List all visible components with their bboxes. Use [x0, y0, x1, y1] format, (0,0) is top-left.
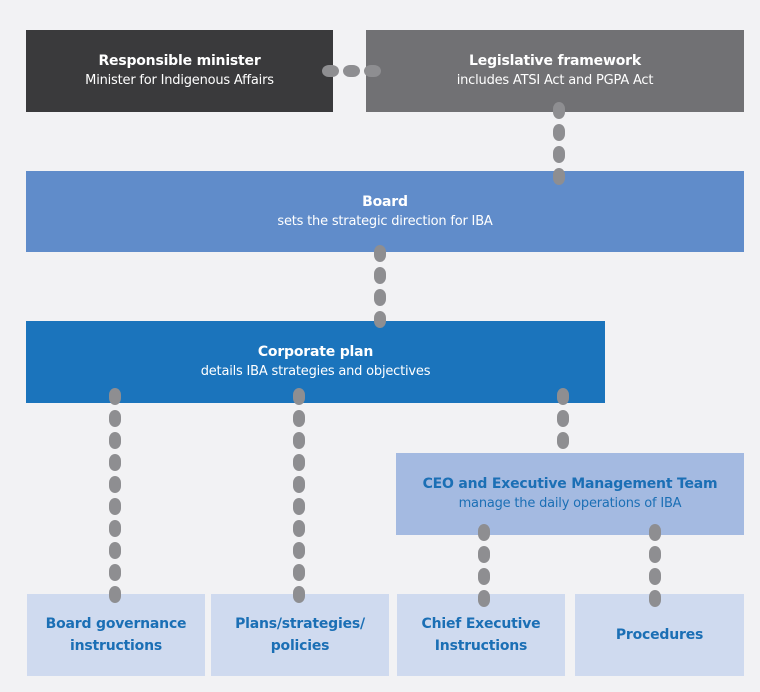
connector-dot: [293, 520, 305, 537]
connector-dot: [553, 124, 565, 141]
connector-corporate-to-leaf1: [293, 388, 305, 603]
node-title-line: Plans/strategies/: [235, 616, 365, 632]
connector-dot: [109, 520, 121, 537]
node-title: Responsible minister: [98, 53, 261, 69]
node-subtitle: details IBA strategies and objectives: [200, 364, 431, 379]
node-subtitle: manage the daily operations of IBA: [458, 496, 682, 511]
connector-dot: [557, 410, 569, 427]
connector-dot: [109, 454, 121, 471]
node-title-line: instructions: [70, 638, 162, 654]
connector-dot: [293, 476, 305, 493]
node-board: Board sets the strategic direction for I…: [26, 171, 744, 252]
node-title-line: policies: [270, 638, 330, 654]
node-title: Board: [362, 193, 408, 210]
connector-dot: [109, 564, 121, 581]
connector-dot: [109, 542, 121, 559]
node-corporate-plan: Corporate plan details IBA strategies an…: [26, 321, 605, 403]
node-board-governance-instructions: Board governance instructions: [27, 594, 205, 676]
node-plans-strategies-policies: Plans/strategies/ policies: [211, 594, 389, 676]
connector-dot: [293, 542, 305, 559]
node-subtitle: includes ATSI Act and PGPA Act: [456, 73, 654, 88]
connector-dot: [293, 432, 305, 449]
node-responsible-minister: Responsible minister Minister for Indige…: [26, 30, 333, 112]
node-chief-executive-instructions: Chief Executive Instructions: [397, 594, 565, 676]
connector-corporate-to-leaf0: [109, 388, 121, 603]
node-title-line: Board governance: [45, 616, 187, 632]
node-subtitle: sets the strategic direction for IBA: [277, 213, 493, 229]
node-title: Legislative framework: [469, 53, 641, 69]
node-title: Corporate plan: [257, 344, 374, 360]
connector-dot: [343, 65, 360, 77]
connector-dot: [478, 546, 490, 563]
connector-dot: [649, 568, 661, 585]
connector-dot: [109, 410, 121, 427]
node-ceo-executive-team: CEO and Executive Management Team manage…: [396, 453, 744, 535]
node-title: CEO and Executive Management Team: [422, 476, 718, 492]
connector-dot: [374, 289, 386, 306]
connector-dot: [293, 410, 305, 427]
connector-dot: [374, 267, 386, 284]
connector-dot: [293, 454, 305, 471]
node-title-line: Chief Executive: [421, 616, 541, 632]
connector-dot: [109, 476, 121, 493]
node-procedures: Procedures: [575, 594, 744, 676]
connector-dot: [553, 146, 565, 163]
node-subtitle: Minister for Indigenous Affairs: [85, 73, 274, 88]
connector-board-to-corporate: [374, 245, 386, 328]
connector-dot: [293, 498, 305, 515]
node-legislative-framework: Legislative framework includes ATSI Act …: [366, 30, 744, 112]
connector-dot: [557, 432, 569, 449]
connector-dot: [478, 568, 490, 585]
connector-dot: [109, 432, 121, 449]
connector-dot: [293, 564, 305, 581]
connector-dot: [109, 498, 121, 515]
connector-dot: [649, 546, 661, 563]
node-title-line: Instructions: [434, 638, 528, 654]
node-title-line: Procedures: [615, 627, 704, 643]
